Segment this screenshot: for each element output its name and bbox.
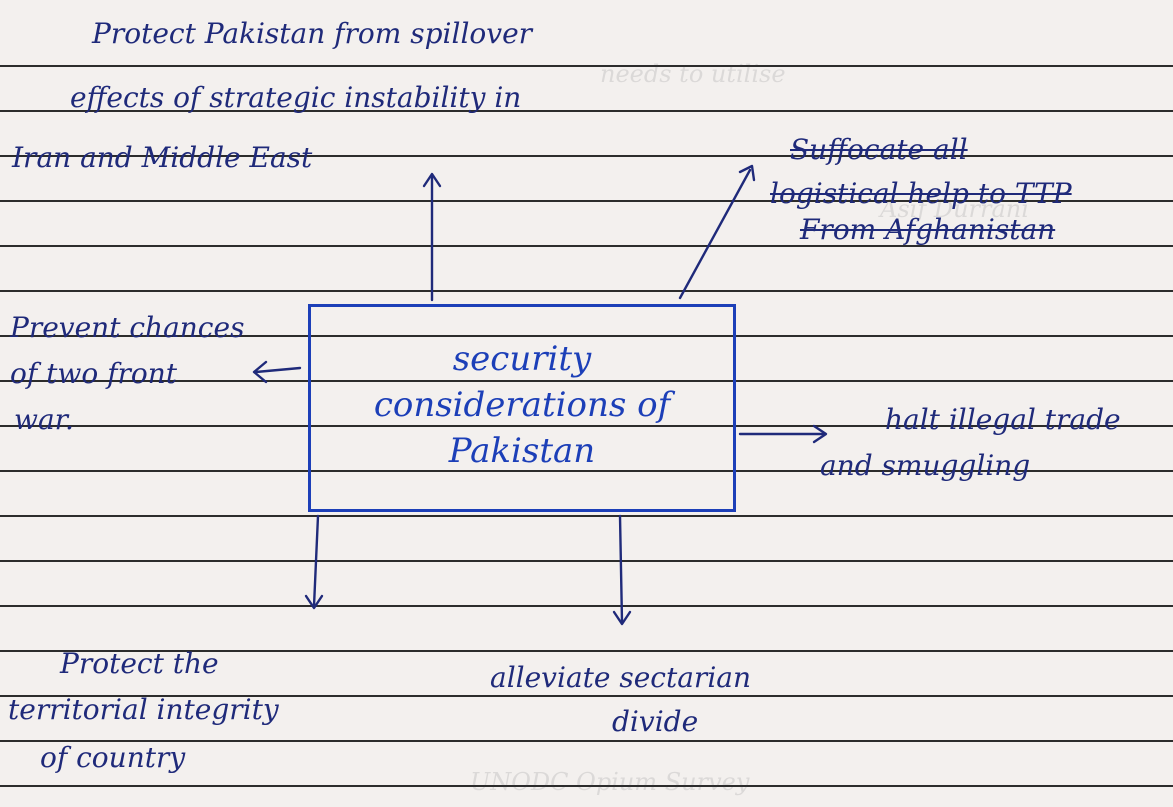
arrow-to-top-right-head bbox=[738, 164, 756, 182]
arrow-to-top-right bbox=[678, 168, 752, 300]
node-line: alleviate sectarian bbox=[490, 661, 751, 694]
node-line: of two front bbox=[10, 357, 177, 390]
node-line: of country bbox=[40, 741, 186, 774]
central-concept-line: Pakistan bbox=[448, 431, 596, 471]
bleed-through-text: Asif Durrani bbox=[880, 195, 1029, 223]
central-concept-line: considerations of bbox=[373, 385, 671, 425]
node-line: war. bbox=[14, 403, 74, 436]
node-line: and smuggling bbox=[820, 449, 1031, 482]
arrow-to-left bbox=[254, 366, 302, 374]
bleed-through-text: needs to utilise bbox=[600, 60, 786, 88]
central-concept-box bbox=[308, 304, 736, 512]
arrow-to-left-head bbox=[252, 360, 268, 384]
node-line: Protect Pakistan from spillover bbox=[92, 17, 533, 50]
node-line: effects of strategic instability in bbox=[70, 81, 522, 114]
node-line: divide bbox=[612, 705, 699, 738]
node-line: territorial integrity bbox=[8, 693, 279, 726]
bleed-through-text: UNODC Opium Survey bbox=[470, 768, 750, 796]
node-line: From Afghanistan bbox=[800, 213, 1056, 246]
arrow-to-bottom-center bbox=[618, 514, 624, 624]
node-line: logistical help to TTP bbox=[770, 177, 1072, 210]
node-line: Prevent chances bbox=[10, 311, 245, 344]
arrow-to-top-left-head bbox=[422, 172, 442, 188]
arrow-to-bottom-center-head bbox=[612, 610, 632, 626]
arrow-to-right-head bbox=[812, 424, 828, 444]
node-line: halt illegal trade bbox=[885, 403, 1121, 436]
arrow-to-bottom-left-head bbox=[304, 594, 324, 610]
node-line: Iran and Middle East bbox=[12, 141, 313, 174]
node-line: Suffocate all bbox=[790, 133, 968, 166]
central-concept-line: security bbox=[452, 339, 592, 379]
arrow-to-bottom-left bbox=[312, 514, 320, 608]
central-concept-label: security considerations of Pakistan bbox=[308, 336, 736, 474]
node-line: Protect the bbox=[60, 647, 219, 680]
